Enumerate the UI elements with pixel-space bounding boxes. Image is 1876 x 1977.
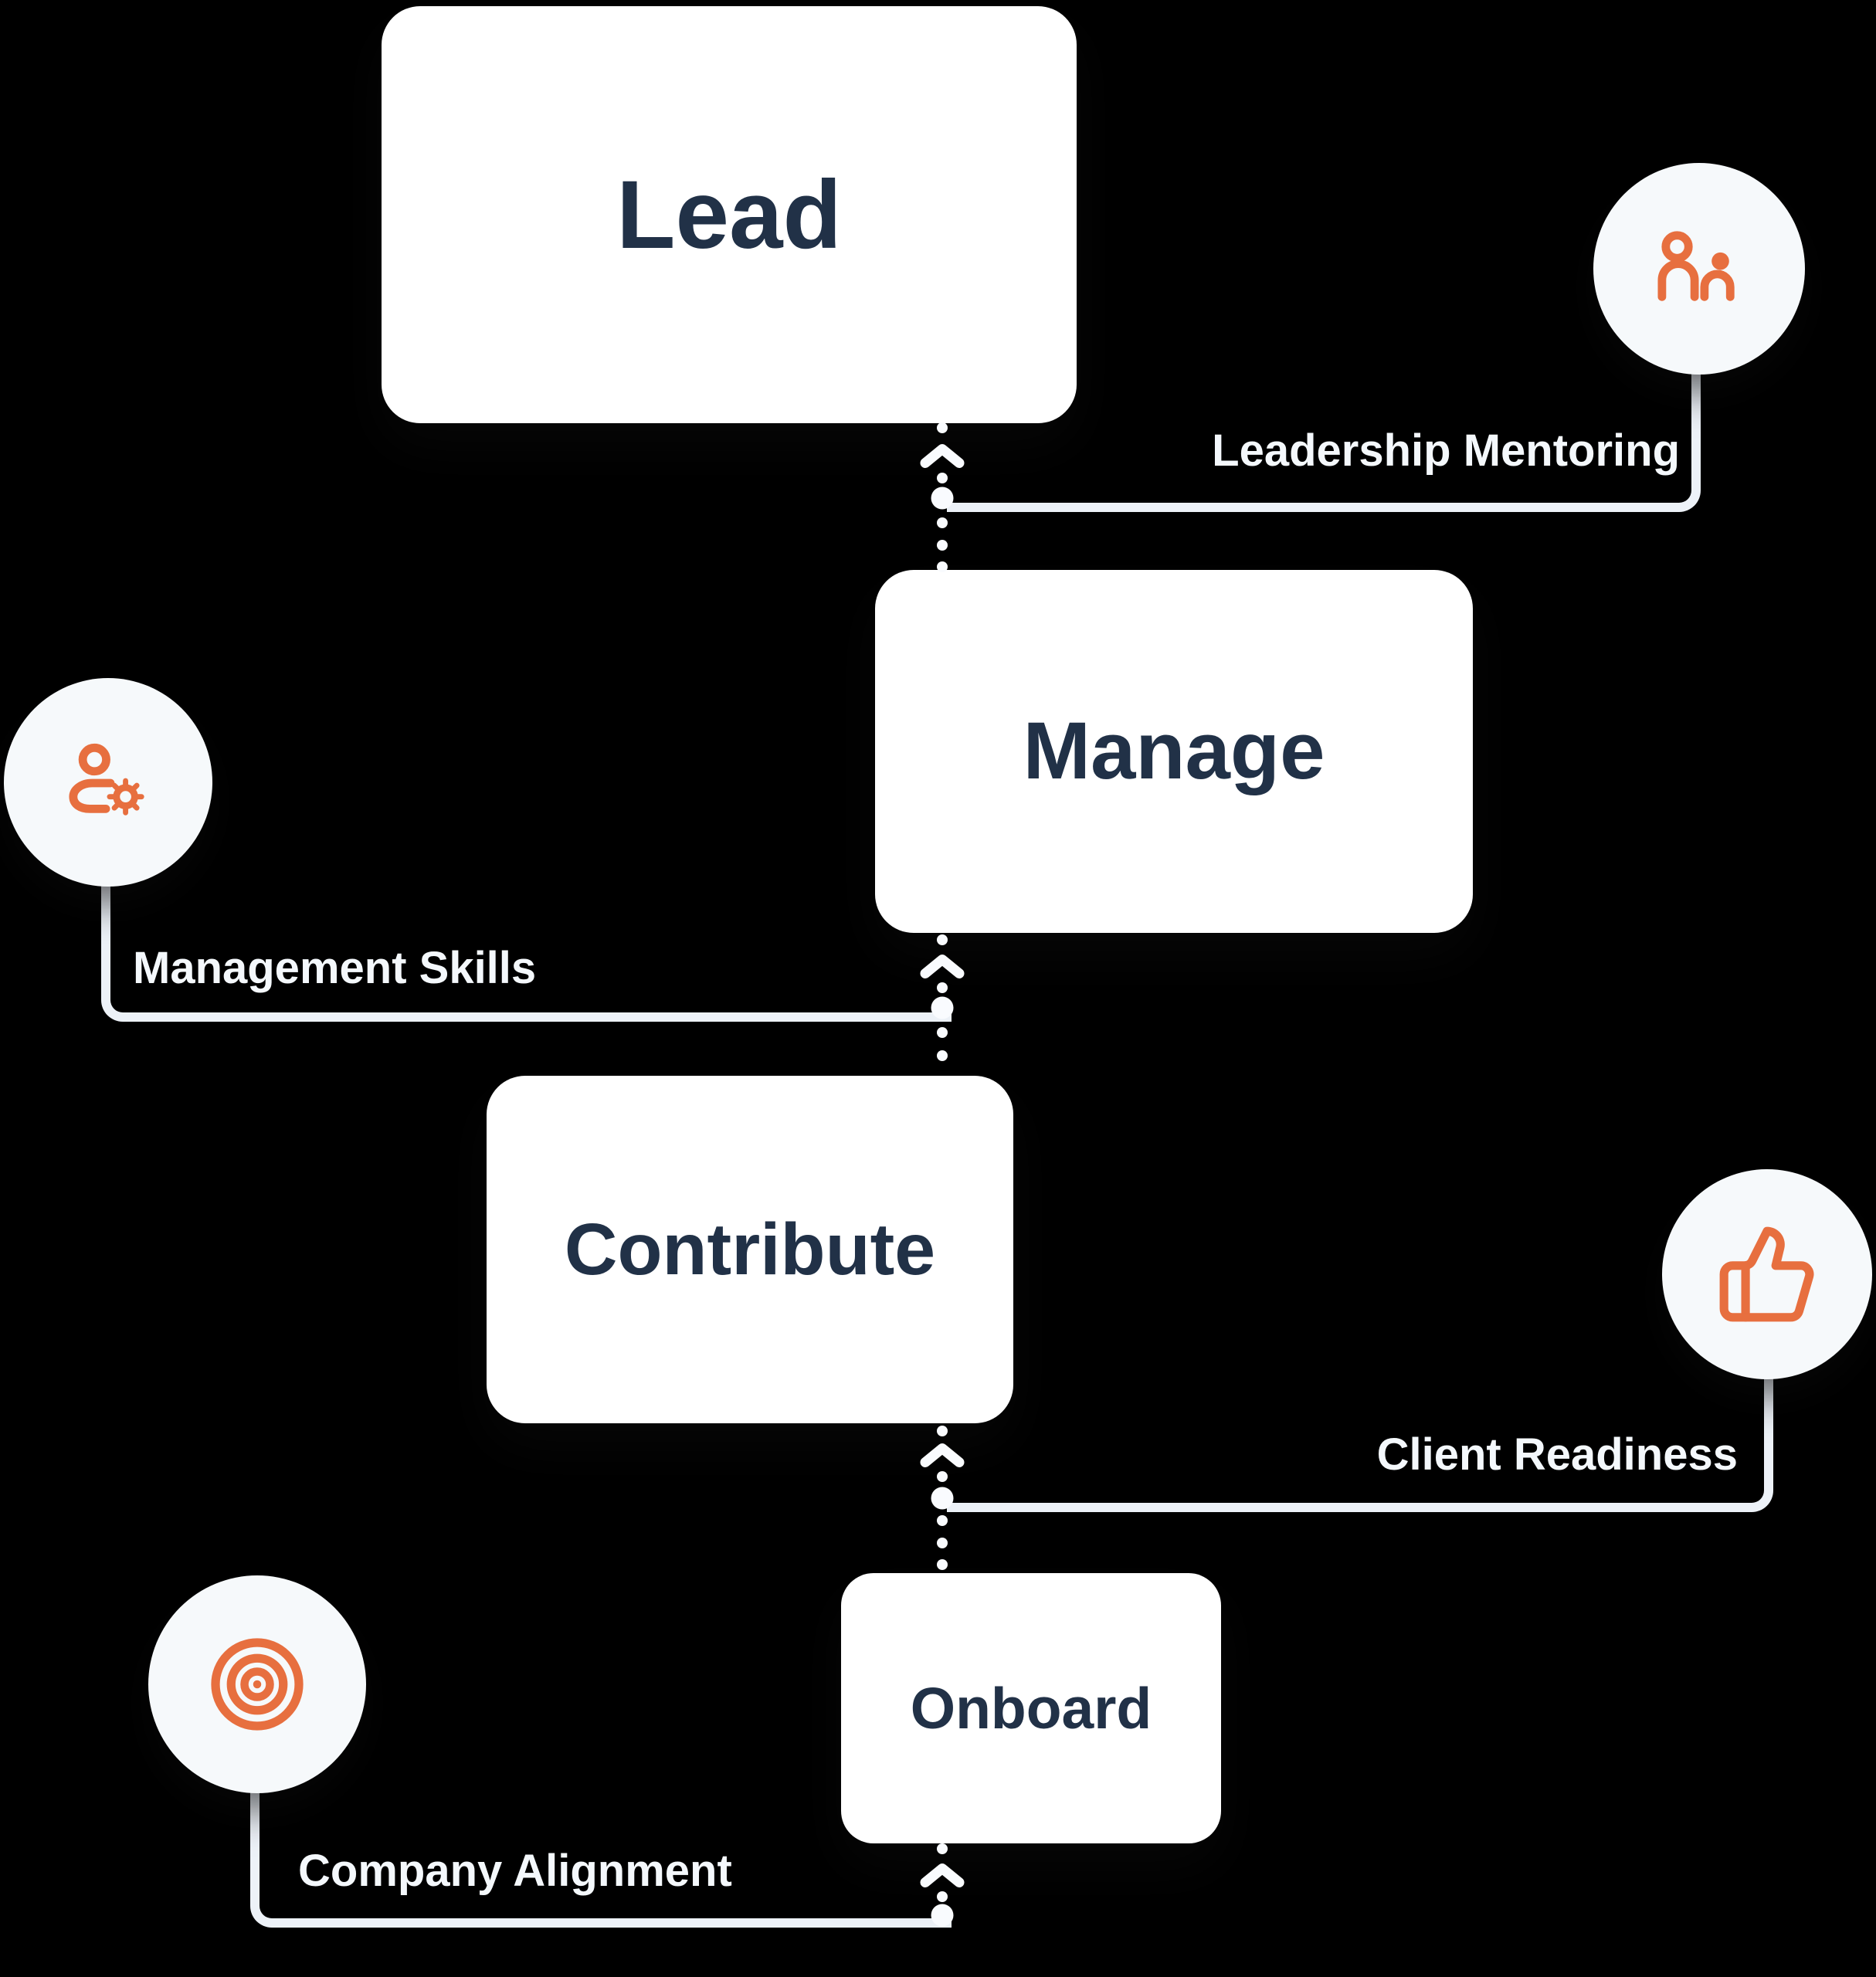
spine-dot <box>937 422 948 433</box>
milestone-badge-leadership-mentoring <box>1593 163 1805 375</box>
spine-junction-dot <box>931 996 954 1019</box>
stage-label-manage: Manage <box>1023 706 1325 796</box>
milestone-label-client-readiness: Client Readiness <box>1376 1429 1738 1480</box>
stage-card-manage: Manage <box>875 570 1473 933</box>
thumbs-up-icon <box>1719 1226 1814 1322</box>
spine-dot <box>937 561 948 572</box>
spine-dot <box>937 1515 948 1526</box>
people-icon <box>1657 231 1735 301</box>
spine-dot <box>937 1891 948 1902</box>
spine-junction-dot <box>931 1904 954 1927</box>
milestone-label-company-alignment: Company Alignment <box>298 1846 732 1896</box>
stage-card-lead: Lead <box>382 6 1077 423</box>
spine-dot <box>937 1843 948 1854</box>
stage-label-onboard: Onboard <box>910 1676 1152 1741</box>
spine-dot <box>937 1426 948 1436</box>
milestone-badge-company-alignment <box>148 1575 366 1793</box>
stage-card-onboard: Onboard <box>841 1573 1221 1843</box>
spine-dot <box>937 1050 948 1061</box>
milestone-label-leadership-mentoring: Leadership Mentoring <box>1212 426 1680 476</box>
spine-dot <box>937 473 948 483</box>
target-icon <box>211 1638 304 1731</box>
stage-label-contribute: Contribute <box>564 1208 936 1290</box>
milestone-label-management-skills: Management Skills <box>133 943 537 993</box>
milestone-badge-management-skills <box>4 678 212 887</box>
spine-dot <box>937 1559 948 1570</box>
connector-line-leadership-mentoring <box>947 370 1701 512</box>
spine-dot <box>937 540 948 551</box>
chevron-up-icon <box>917 1440 968 1474</box>
connector-line-company-alignment <box>250 1792 952 1928</box>
spine-dot <box>937 1027 948 1038</box>
spine-dot <box>937 1471 948 1482</box>
spine-dot <box>937 934 948 945</box>
stage-card-contribute: Contribute <box>487 1076 1013 1423</box>
chevron-up-icon <box>917 951 968 985</box>
spine-dot <box>937 1538 948 1548</box>
chevron-up-icon <box>917 1860 968 1894</box>
spine-dot <box>937 982 948 993</box>
user-gear-icon <box>69 743 144 816</box>
stage-label-lead: Lead <box>616 161 842 269</box>
connector-line-management-skills <box>101 883 952 1022</box>
spine-junction-dot <box>931 1487 954 1510</box>
milestone-badge-client-readiness <box>1662 1169 1872 1379</box>
spine-junction-dot <box>931 487 954 510</box>
connector-line-client-readiness <box>947 1374 1773 1512</box>
chevron-up-icon <box>917 440 968 475</box>
spine-dot <box>937 517 948 528</box>
